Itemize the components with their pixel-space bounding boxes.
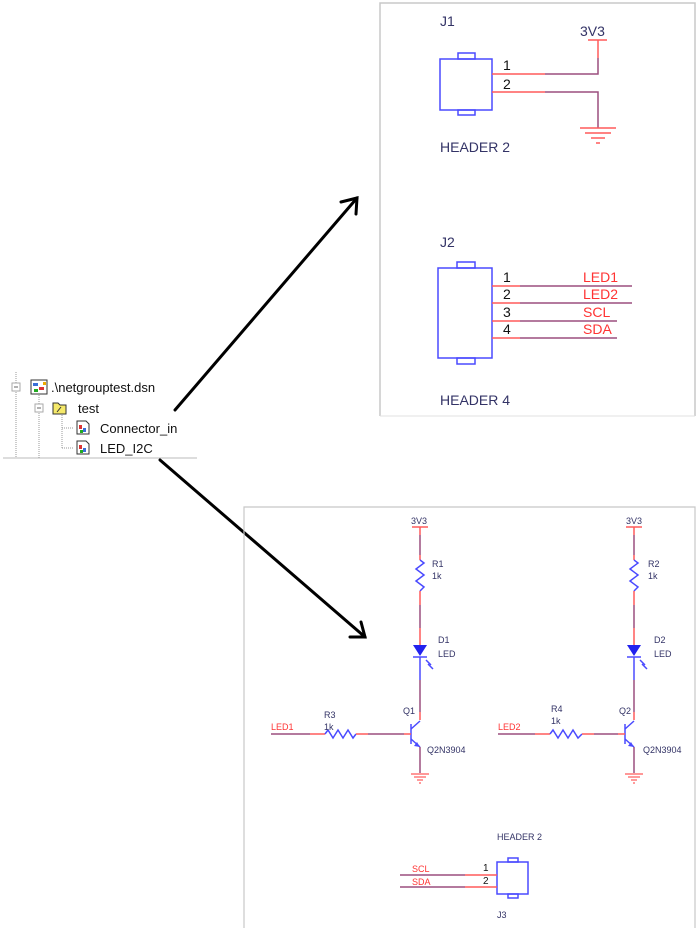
net-label-sda: SDA	[583, 321, 612, 337]
collapse-folder-toggle[interactable]	[34, 403, 44, 413]
collapse-root-toggle[interactable]	[11, 382, 21, 392]
design-file-icon	[30, 379, 48, 395]
j3-ref: J3	[497, 910, 507, 920]
j3-part: HEADER 2	[497, 832, 542, 842]
led-driver-right: 3V3 R2 1k D2 LED Q2 Q2N3904	[498, 516, 682, 784]
header-j2[interactable]: J2 1 2 3 4 HEADER 4	[437, 234, 511, 408]
project-tree: .\netgrouptest.dsn test Connector_in LED…	[3, 372, 197, 459]
j3-pin-1: 1	[483, 863, 489, 874]
j3-wires: SCL SDA	[400, 864, 497, 888]
d2-value: LED	[654, 649, 672, 659]
j1-pin-1: 1	[503, 57, 511, 73]
q2-ref: Q2	[619, 706, 631, 716]
j1-pin-2: 2	[503, 76, 511, 92]
tree-folder-test[interactable]: test	[78, 401, 99, 416]
j2-pin-1: 1	[503, 269, 511, 285]
net-label-led1: LED1	[583, 269, 618, 285]
folder-icon	[52, 402, 67, 415]
ground-icon	[410, 773, 430, 784]
tree-root-dsn[interactable]: .\netgrouptest.dsn	[51, 380, 155, 395]
d2-ref: D2	[654, 635, 666, 645]
q1-value: Q2N3904	[427, 745, 466, 755]
j2-pin-4: 4	[503, 321, 511, 337]
r2-value: 1k	[648, 571, 658, 581]
r4-value: 1k	[551, 716, 561, 726]
transistor-q2[interactable]	[624, 720, 635, 748]
net-label-scl: SCL	[412, 864, 430, 874]
resistor-r2[interactable]	[628, 559, 640, 592]
r1-value: 1k	[432, 571, 442, 581]
net-label-scl: SCL	[583, 304, 610, 320]
net-label-led1: LED1	[271, 722, 294, 732]
power-3v3: 3V3	[580, 23, 605, 39]
resistor-r4[interactable]	[549, 728, 583, 740]
r4-ref: R4	[551, 704, 563, 714]
arrow-to-connector-sheet	[173, 196, 359, 412]
j2-pin-3: 3	[503, 304, 511, 320]
led-d1[interactable]	[413, 645, 434, 680]
connector-in-sheet: J1 1 2 HEADER 2 3V3 J2 1 2 3 4	[379, 2, 696, 417]
j2-part: HEADER 4	[440, 392, 510, 408]
d1-ref: D1	[438, 635, 450, 645]
resistor-r3[interactable]	[324, 728, 357, 740]
led-driver-left: 3V3 R1 1k D1 LED Q1 Q2N3904	[271, 516, 466, 784]
j2-pin-2: 2	[503, 286, 511, 302]
power-3v3: 3V3	[411, 516, 427, 526]
d1-value: LED	[438, 649, 456, 659]
schematic-page-icon	[76, 440, 90, 455]
r3-value: 1k	[324, 722, 334, 732]
net-label-led2: LED2	[583, 286, 618, 302]
j1-part: HEADER 2	[440, 139, 510, 155]
r3-ref: R3	[324, 710, 336, 720]
j2-wires: LED1 LED2 SCL SDA	[492, 269, 632, 339]
power-3v3: 3V3	[626, 516, 642, 526]
tree-item-connector-in[interactable]: Connector_in	[100, 421, 177, 436]
r1-ref: R1	[432, 559, 444, 569]
led-d2[interactable]	[627, 645, 648, 680]
ground-icon	[579, 127, 617, 144]
q2-value: Q2N3904	[643, 745, 682, 755]
tree-item-led-i2c[interactable]: LED_I2C	[100, 441, 153, 456]
j1-ref: J1	[440, 13, 455, 29]
j2-ref: J2	[440, 234, 455, 250]
schematic-page-icon	[76, 420, 90, 435]
header-j3[interactable]: HEADER 2 J3 1 2	[483, 832, 542, 920]
header-j1[interactable]: J1 1 2 HEADER 2	[439, 13, 511, 155]
net-label-sda: SDA	[412, 877, 431, 887]
led-i2c-sheet: 3V3 R1 1k D1 LED Q1 Q2N3904	[243, 506, 696, 928]
net-label-led2: LED2	[498, 722, 521, 732]
ground-icon	[624, 773, 644, 784]
resistor-r1[interactable]	[414, 559, 426, 592]
arrow-to-led-sheet	[158, 458, 367, 639]
q1-ref: Q1	[403, 706, 415, 716]
transistor-q1[interactable]	[410, 720, 421, 748]
j1-wires: 3V3	[492, 23, 617, 144]
r2-ref: R2	[648, 559, 660, 569]
j3-pin-2: 2	[483, 876, 489, 887]
